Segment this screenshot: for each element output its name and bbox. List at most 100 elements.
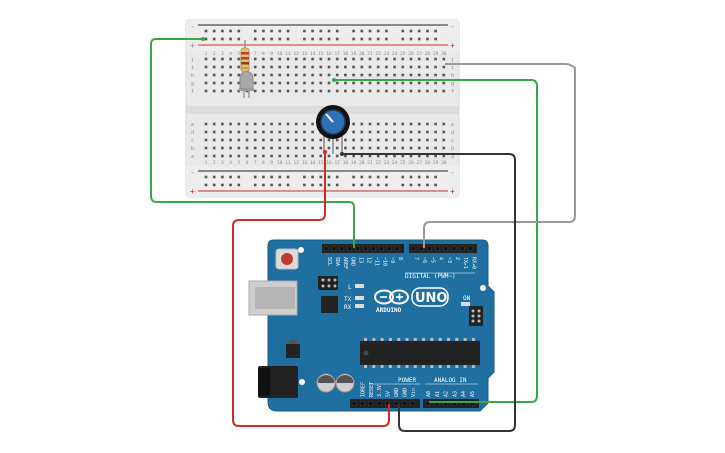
column-number-bottom: 21	[367, 160, 373, 166]
rail-hole	[360, 183, 364, 187]
digital-pin-socket[interactable]	[371, 246, 376, 251]
digital-pin-socket[interactable]	[410, 246, 416, 251]
digital-pin-socket[interactable]	[435, 246, 440, 251]
terminal-hole	[442, 65, 446, 69]
terminal-hole	[426, 81, 429, 85]
terminal-hole	[221, 130, 224, 134]
column-number-top: 11	[285, 51, 291, 57]
digital-pin-socket[interactable]	[379, 246, 384, 251]
power-pin-socket[interactable]	[360, 401, 365, 406]
digital-pin-socket[interactable]	[347, 246, 352, 251]
column-number-top: 3	[221, 51, 224, 57]
column-number-bottom: 24	[392, 160, 398, 166]
terminal-hole	[286, 57, 290, 61]
column-number-top: 7	[254, 51, 257, 57]
power-pin-socket[interactable]	[385, 401, 390, 406]
wire-green-gnd[interactable]	[150, 38, 355, 248]
terminal-hole	[385, 57, 388, 61]
rail-hole	[327, 183, 331, 187]
digital-pin-label: ~3	[446, 257, 452, 263]
terminal-hole	[212, 154, 216, 158]
digital-pin-socket[interactable]	[459, 246, 465, 251]
rail-hole	[212, 175, 216, 179]
rail-hole	[229, 175, 232, 179]
column-number-bottom: 10	[277, 160, 283, 166]
wire-green-a0[interactable]	[334, 79, 538, 403]
rail-hole	[253, 175, 257, 179]
terminal-hole	[393, 57, 396, 61]
terminal-hole	[368, 138, 372, 142]
terminal-hole	[262, 138, 265, 142]
terminal-hole	[229, 138, 232, 142]
power-pin-label: 5V	[386, 391, 392, 397]
terminal-hole	[376, 122, 380, 126]
rail-hole	[221, 175, 224, 179]
digital-pin-socket[interactable]	[451, 246, 457, 251]
digital-pin-label: SDA	[334, 257, 340, 266]
terminal-hole	[253, 65, 257, 69]
bottom-right-minus-sign: -	[450, 168, 455, 177]
digital-pin-socket[interactable]	[427, 246, 432, 251]
terminal-hole	[311, 89, 314, 93]
terminal-hole	[303, 122, 306, 126]
resistor[interactable]	[240, 40, 250, 73]
digital-pin-socket[interactable]	[331, 246, 337, 251]
terminal-hole	[401, 81, 405, 85]
mount-hole-1	[298, 247, 304, 253]
power-label: POWER	[398, 377, 416, 384]
terminal-hole	[376, 65, 380, 69]
terminal-hole	[294, 57, 298, 61]
column-number-top: 22	[375, 51, 381, 57]
rail-hole	[434, 175, 437, 179]
terminal-hole	[221, 81, 224, 85]
reset-button-cap	[281, 253, 293, 265]
terminal-hole	[393, 73, 396, 77]
power-pin-socket[interactable]	[393, 401, 399, 406]
terminal-hole	[409, 122, 413, 126]
terminal-hole	[368, 65, 372, 69]
wire-gray-pwm[interactable]	[423, 63, 576, 248]
digital-pin-socket[interactable]	[339, 246, 345, 251]
terminal-hole	[253, 154, 257, 158]
digital-pin-socket[interactable]	[394, 246, 400, 251]
led[interactable]	[239, 71, 254, 99]
terminal-hole	[245, 122, 249, 126]
terminal-hole	[270, 138, 273, 142]
rail-hole	[327, 37, 331, 41]
digital-pin-socket[interactable]	[468, 246, 473, 251]
terminal-hole	[204, 154, 208, 158]
power-pin-socket[interactable]	[376, 401, 382, 406]
terminal-hole	[335, 73, 339, 77]
power-pin-socket[interactable]	[351, 401, 357, 406]
bottom-pin-sockets	[351, 401, 475, 406]
power-pin-socket[interactable]	[410, 401, 416, 406]
digital-pin-socket[interactable]	[323, 246, 329, 251]
wire-black-gnd[interactable]	[342, 153, 516, 432]
digital-pin-socket[interactable]	[355, 246, 360, 251]
terminal-hole	[442, 146, 446, 150]
wire-red-5v[interactable]	[232, 152, 390, 427]
led-body	[239, 71, 254, 91]
terminal-hole	[442, 57, 446, 61]
power-pin-socket[interactable]	[368, 401, 374, 406]
terminal-hole	[442, 89, 446, 93]
digital-pin-socket[interactable]	[386, 246, 392, 251]
digital-pin-socket[interactable]	[363, 246, 368, 251]
rail-hole	[212, 37, 216, 41]
rail-hole	[376, 175, 380, 179]
digital-pin-socket[interactable]	[418, 246, 424, 251]
digital-pin-socket[interactable]	[443, 246, 449, 251]
rail-hole	[401, 29, 405, 33]
rail-hole	[327, 29, 331, 33]
column-number-top: 5	[237, 51, 240, 57]
terminal-hole	[286, 130, 290, 134]
terminal-hole	[376, 138, 380, 142]
rail-hole	[221, 37, 224, 41]
power-pin-label: RESET	[369, 382, 375, 397]
power-pin-socket[interactable]	[402, 401, 407, 406]
analog-pin-socket[interactable]	[425, 401, 431, 406]
terminal-hole	[212, 73, 216, 77]
potentiometer[interactable]	[316, 105, 350, 154]
wire-end-green-a0-bb	[332, 78, 336, 82]
